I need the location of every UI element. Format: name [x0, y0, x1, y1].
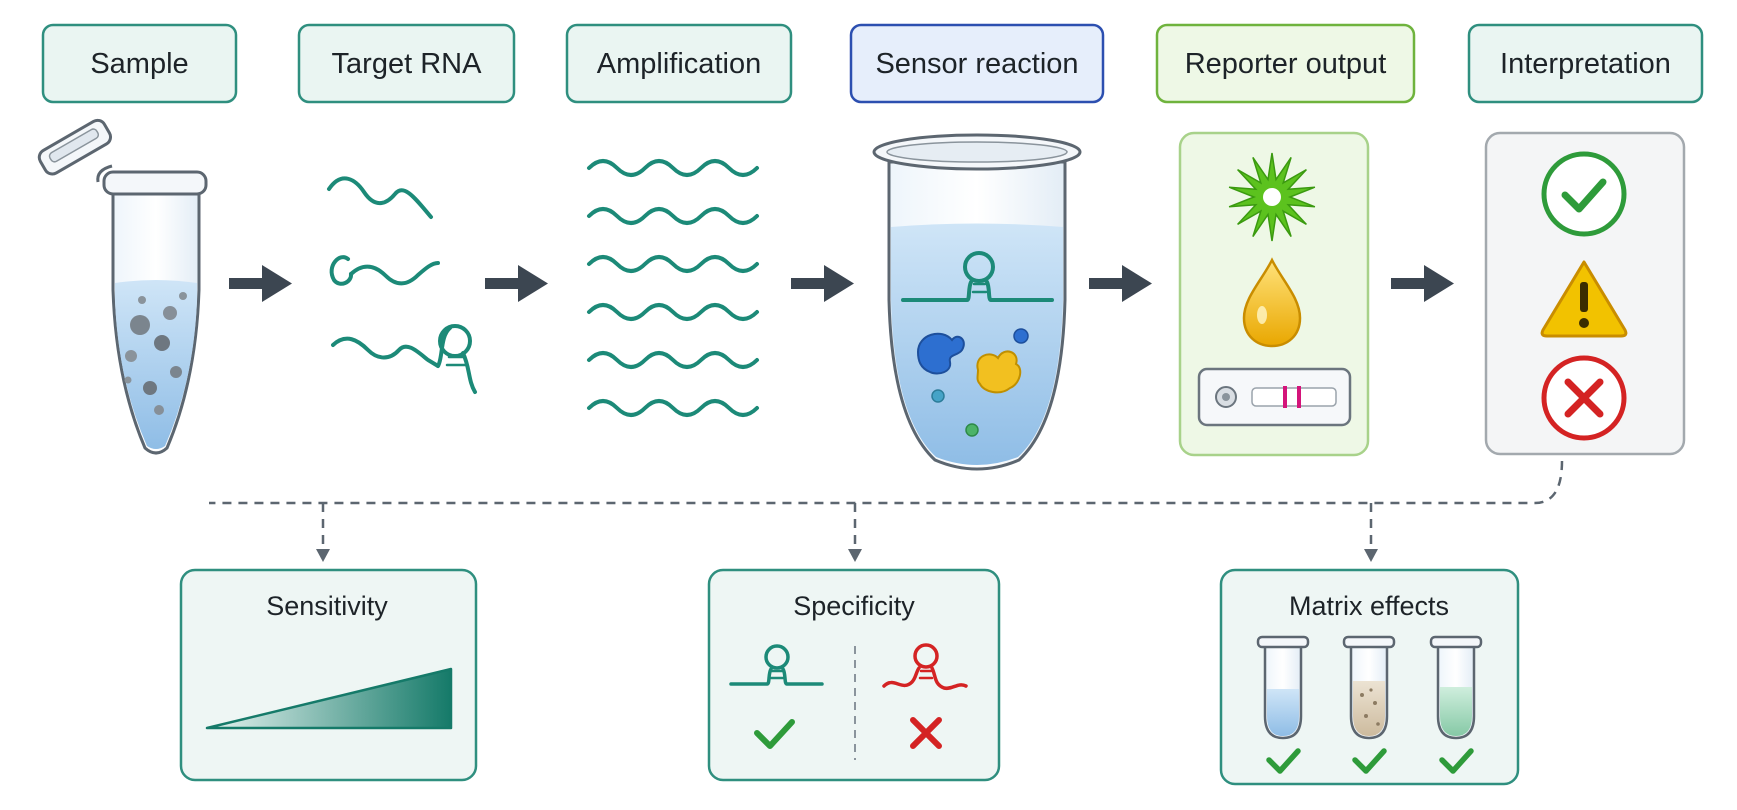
eval-label-specificity: Specificity — [793, 591, 915, 621]
interpretation-panel — [1484, 131, 1686, 456]
flow-arrow-5 — [1391, 265, 1454, 302]
stage-box — [1155, 23, 1416, 104]
specificity-x-icon — [910, 717, 942, 749]
connector-arrowheads — [316, 549, 1378, 562]
matrix-tube-clear-icon — [1256, 635, 1310, 740]
stage-sensor-reaction: Sensor reaction — [849, 23, 1105, 104]
stage-label-sample: Sample — [90, 48, 188, 80]
warning-triangle-icon — [1540, 260, 1628, 338]
specificity-check-icon — [754, 719, 795, 749]
fluorescence-burst-icon — [1228, 152, 1316, 242]
matrix-check-icon — [1266, 748, 1301, 774]
target-rna-strands-icon — [327, 176, 477, 394]
matrix-check-icon — [1439, 748, 1474, 774]
evaluation-connectors — [209, 460, 1564, 550]
x-circle-icon — [1541, 355, 1627, 441]
stage-box — [1467, 23, 1704, 104]
eval-label-sensitivity: Sensitivity — [266, 591, 388, 621]
matrix-check-icon — [1352, 748, 1387, 774]
matched-hairpin-icon — [729, 644, 824, 686]
matrix-tube-green-icon — [1429, 635, 1483, 740]
sample-tube-icon — [37, 118, 208, 455]
stage-target-rna: Target RNA — [297, 23, 516, 104]
eval-label-matrix-effects: Matrix effects — [1289, 591, 1449, 621]
eval-sensitivity: Sensitivity — [179, 568, 478, 782]
stage-interpretation: Interpretation — [1467, 23, 1704, 104]
stage-sample: Sample — [41, 23, 238, 104]
flow-arrow-2 — [485, 265, 548, 302]
amplified-rna-strands-icon — [587, 159, 759, 417]
stage-label-interpretation: Interpretation — [1500, 48, 1671, 80]
flow-arrow-3 — [791, 265, 854, 302]
flow-arrow-4 — [1089, 265, 1152, 302]
sensitivity-wedge-icon — [205, 667, 453, 730]
flow-arrow-1 — [229, 265, 292, 302]
stage-label-target-rna: Target RNA — [332, 48, 483, 80]
stage-reporter-output: Reporter output — [1155, 23, 1416, 104]
stage-amplification: Amplification — [565, 23, 793, 104]
matrix-tube-turbid-icon — [1342, 635, 1396, 740]
eval-matrix-effects: Matrix effects — [1219, 568, 1520, 786]
eval-specificity: Specificity — [707, 568, 1001, 782]
stage-label-amplification: Amplification — [597, 48, 761, 80]
sensor-reaction-tube-icon — [872, 133, 1082, 471]
stage-box — [41, 23, 238, 104]
stage-box — [297, 23, 516, 104]
stage-label-reporter-output: Reporter output — [1185, 48, 1387, 80]
check-circle-icon — [1541, 151, 1627, 237]
stage-label-sensor-reaction: Sensor reaction — [875, 48, 1078, 80]
color-drop-icon — [1242, 257, 1302, 348]
reporter-output-panel — [1178, 131, 1370, 457]
lateral-flow-strip-icon — [1197, 367, 1352, 427]
mismatched-hairpin-icon — [882, 643, 968, 691]
stage-box — [565, 23, 793, 104]
stage-box — [849, 23, 1105, 104]
